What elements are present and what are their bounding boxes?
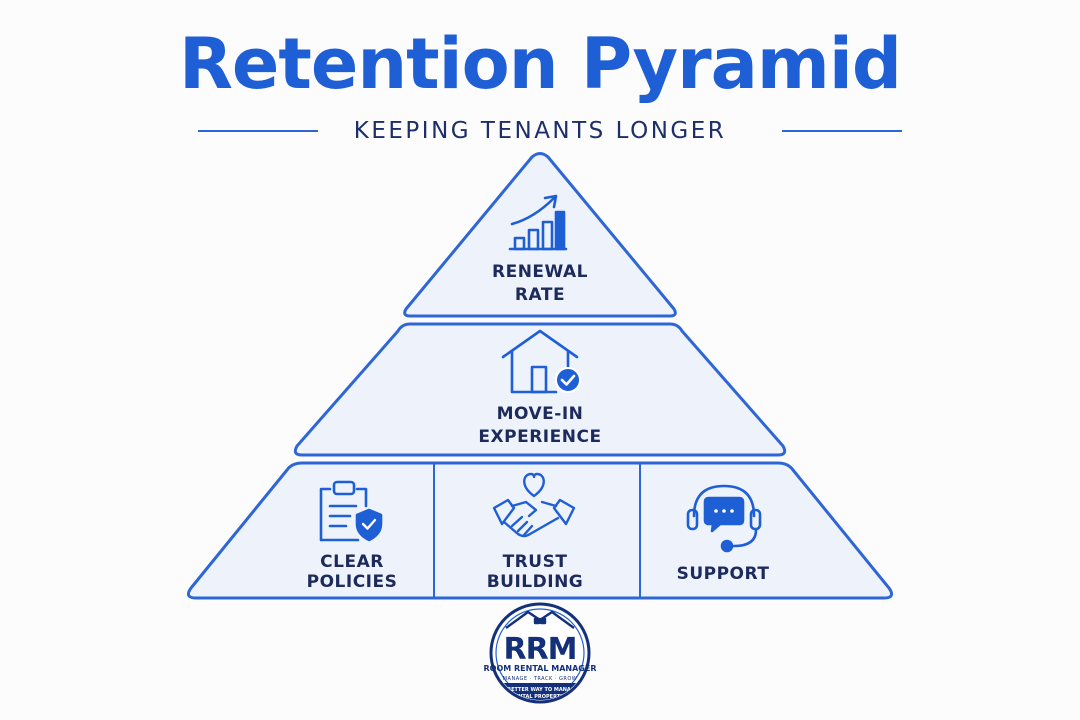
logo-initials: RRM xyxy=(503,632,576,667)
base-segment-support: SUPPORT xyxy=(677,484,770,584)
logo-banner-line1: A BETTER WAY TO MANAGE xyxy=(502,687,579,693)
base-label-clear-line2: POLICIES xyxy=(307,572,398,592)
house-check-icon xyxy=(501,329,581,394)
tier-renewal-rate: RENEWAL RATE xyxy=(403,152,677,318)
tier-middle-shape xyxy=(293,322,787,457)
base-segment-trust-building: TRUST BUILDING xyxy=(487,472,584,592)
logo-roof-icon xyxy=(505,610,575,629)
clipboard-shield-icon xyxy=(319,480,383,542)
base-label-trust-line2: BUILDING xyxy=(487,572,584,592)
tier-middle-label-line1: MOVE-IN xyxy=(497,404,584,424)
rrm-logo: RRM ROOM RENTAL MANAGER MANAGE · TRACK ·… xyxy=(484,602,597,704)
base-segment-clear-policies: CLEAR POLICIES xyxy=(307,480,398,592)
tier-middle-label-line2: EXPERIENCE xyxy=(478,427,601,447)
base-label-trust-line1: TRUST xyxy=(503,552,568,572)
subtitle-row: KEEPING TENANTS LONGER xyxy=(0,116,1080,146)
logo-name: ROOM RENTAL MANAGER xyxy=(484,664,597,673)
base-label-clear-line1: CLEAR xyxy=(320,552,384,572)
tier-base: CLEAR POLICIES TRUST BUILDING xyxy=(186,461,894,600)
headset-chat-icon xyxy=(686,484,762,553)
handshake-heart-icon xyxy=(492,472,576,538)
subtitle-rule-left xyxy=(198,130,318,132)
page-title: Retention Pyramid xyxy=(179,23,902,105)
tier-top-label-line2: RATE xyxy=(515,285,565,305)
tier-move-in-experience: MOVE-IN EXPERIENCE xyxy=(293,322,787,457)
base-label-support: SUPPORT xyxy=(677,564,770,584)
logo-banner-line2: RENTAL PROPERTIES xyxy=(511,694,569,700)
page-subtitle: KEEPING TENANTS LONGER xyxy=(353,118,727,144)
tier-top-label-line1: RENEWAL xyxy=(492,262,588,282)
subtitle-rule-right xyxy=(782,130,902,132)
bar-chart-up-icon xyxy=(508,194,568,251)
tier-top-shape xyxy=(403,152,677,318)
logo-tagline: MANAGE · TRACK · GROW xyxy=(503,676,578,682)
